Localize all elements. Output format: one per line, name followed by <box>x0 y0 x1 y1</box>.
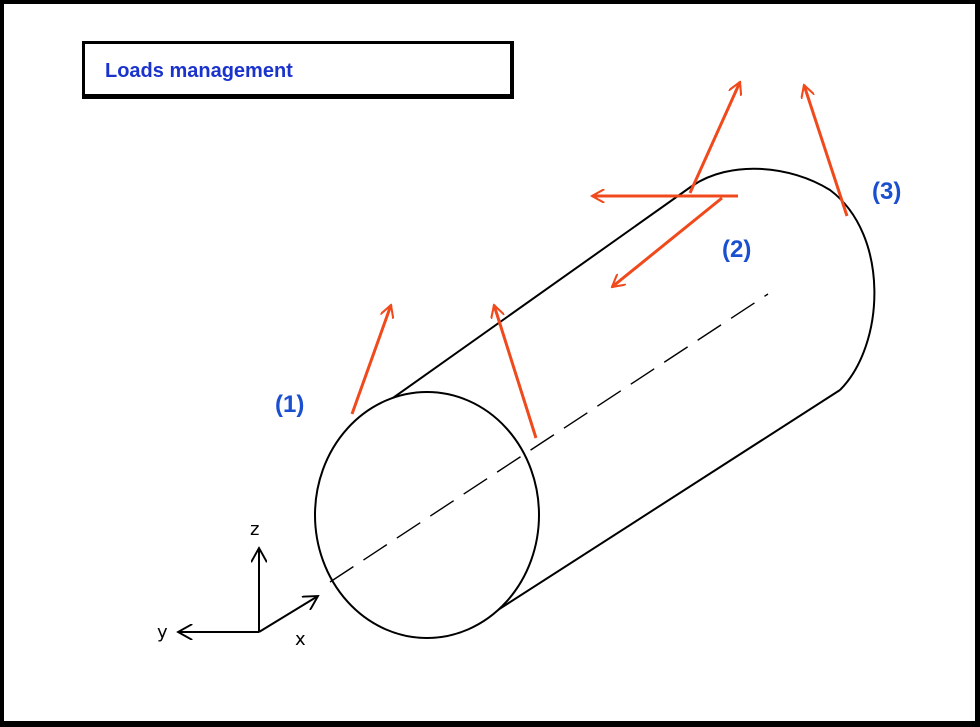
load-2-label: (2) <box>722 236 751 263</box>
load-1-arrow-right <box>494 305 538 439</box>
cylinder-bottom-edge <box>489 389 841 616</box>
cylinder-axis-line <box>329 293 769 583</box>
load-3-arrow <box>804 85 849 217</box>
load-arrows <box>350 82 849 439</box>
coordinate-system <box>178 548 318 632</box>
y-axis-label: y <box>157 622 168 643</box>
x-axis-arrow <box>258 596 318 633</box>
cylinder-near-end <box>314 391 540 639</box>
z-axis-label: z <box>250 519 259 540</box>
title-box: Loads management <box>82 41 514 99</box>
load-1-arrow-left <box>350 305 391 415</box>
x-axis-label: x <box>295 629 306 650</box>
cylinder <box>314 167 876 639</box>
cylinder-top-edge <box>382 185 693 406</box>
load-2-arrow-up <box>688 82 740 194</box>
load-1-label: (1) <box>275 391 304 418</box>
load-2-arrow-down-left <box>612 196 723 287</box>
page-title: Loads management <box>105 60 293 82</box>
load-3-label: (3) <box>872 178 901 205</box>
cylinder-far-end-arc <box>691 167 876 391</box>
